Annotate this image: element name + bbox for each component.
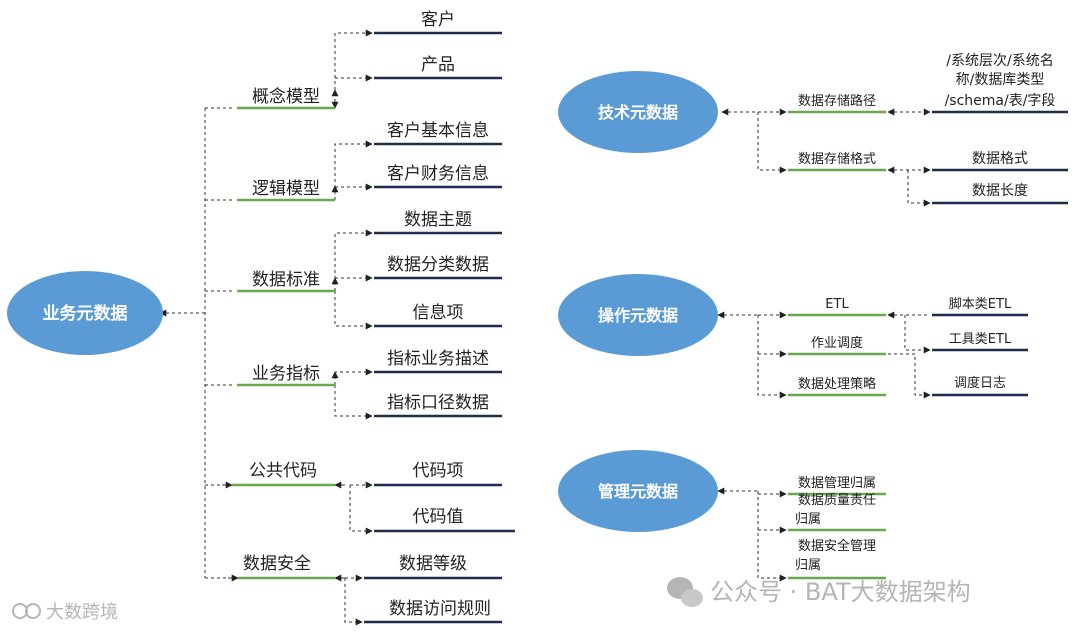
standard-child-3: 信息项 bbox=[413, 303, 464, 323]
business-labels: 概念模型 客户 产品 逻辑模型 客户基本信息 客户财务信息 数据标准 数据主题 … bbox=[243, 10, 491, 619]
indicator-child-1: 指标业务描述 bbox=[387, 349, 489, 369]
format-child-2: 数据长度 bbox=[972, 183, 1028, 199]
mgmt-item-4: 数据安全管理 bbox=[798, 538, 876, 554]
chain-icon bbox=[12, 603, 41, 619]
operation-root-label: 操作元数据 bbox=[598, 306, 678, 325]
logic-child-1: 客户基本信息 bbox=[387, 121, 489, 141]
operation-connectors bbox=[717, 311, 931, 399]
concept-label: 概念模型 bbox=[252, 86, 320, 107]
wechat-icon bbox=[667, 577, 703, 607]
strategy-label: 数据处理策略 bbox=[798, 376, 876, 392]
storage-path-detail-2: 称/数据库类型 bbox=[956, 72, 1045, 88]
etl-label: ETL bbox=[825, 297, 849, 312]
code-child-1: 代码项 bbox=[413, 461, 464, 481]
code-child-2: 代码值 bbox=[413, 507, 464, 527]
storage-path-detail-1: /系统层次/系统名 bbox=[946, 53, 1053, 69]
storage-path-detail-3: /schema/表/字段 bbox=[945, 93, 1056, 109]
logic-label: 逻辑模型 bbox=[252, 179, 320, 199]
storage-format-label: 数据存储格式 bbox=[798, 151, 876, 167]
management-connectors bbox=[717, 487, 787, 582]
concept-child-1: 客户 bbox=[421, 10, 455, 30]
watermark-right-text: 公众号 · BAT大数据架构 bbox=[710, 578, 971, 606]
standard-child-2: 数据分类数据 bbox=[387, 255, 489, 275]
mgmt-item-3: 归属 bbox=[795, 512, 821, 527]
business-connectors bbox=[159, 29, 373, 626]
technical-underlines bbox=[788, 110, 1068, 205]
business-root-label: 业务元数据 bbox=[43, 303, 128, 324]
business-root-node: 业务元数据 bbox=[7, 271, 163, 355]
watermark-left-text: 大数跨境 bbox=[46, 602, 118, 623]
operation-labels: ETL 作业调度 数据处理策略 脚本类ETL 工具类ETL 调度日志 bbox=[798, 296, 1012, 392]
watermark-right: 公众号 · BAT大数据架构 bbox=[667, 577, 971, 607]
technical-root-label: 技术元数据 bbox=[598, 103, 678, 122]
storage-path-label: 数据存储路径 bbox=[798, 93, 876, 109]
standard-label: 数据标准 bbox=[252, 270, 320, 290]
schedule-label: 作业调度 bbox=[811, 335, 863, 351]
logic-child-2: 客户财务信息 bbox=[387, 164, 489, 184]
indicator-child-2: 指标口径数据 bbox=[387, 393, 489, 413]
indicator-label: 业务指标 bbox=[252, 364, 320, 384]
watermark-left: 大数跨境 bbox=[12, 602, 118, 623]
format-child-1: 数据格式 bbox=[972, 151, 1028, 167]
operation-root-node: 操作元数据 bbox=[558, 274, 718, 356]
technical-connectors bbox=[721, 108, 931, 207]
security-child-1: 数据等级 bbox=[399, 554, 467, 574]
standard-child-1: 数据主题 bbox=[404, 210, 472, 230]
mgmt-item-2: 数据质量责任 bbox=[798, 493, 876, 508]
management-underlines bbox=[788, 492, 886, 580]
tool-etl-label: 工具类ETL bbox=[949, 332, 1012, 347]
technical-root-node: 技术元数据 bbox=[558, 71, 718, 153]
management-root-node: 管理元数据 bbox=[558, 450, 718, 532]
business-underlines bbox=[232, 31, 515, 624]
script-etl-label: 脚本类ETL bbox=[949, 296, 1012, 312]
management-root-label: 管理元数据 bbox=[598, 482, 678, 501]
security-child-2: 数据访问规则 bbox=[389, 599, 491, 619]
technical-labels: 数据存储路径 /系统层次/系统名 称/数据库类型 /schema/表/字段 数据… bbox=[798, 53, 1055, 199]
mgmt-item-5: 归属 bbox=[795, 558, 821, 573]
concept-child-2: 产品 bbox=[421, 55, 455, 75]
business-arrowheads bbox=[222, 89, 345, 582]
operation-underlines bbox=[788, 313, 1028, 397]
code-label: 公共代码 bbox=[249, 461, 317, 481]
mgmt-item-1: 数据管理归属 bbox=[798, 476, 876, 491]
schedule-log-label: 调度日志 bbox=[954, 375, 1006, 391]
security-label: 数据安全 bbox=[243, 554, 311, 574]
management-labels: 数据管理归属 数据质量责任 归属 数据安全管理 归属 bbox=[795, 476, 876, 573]
